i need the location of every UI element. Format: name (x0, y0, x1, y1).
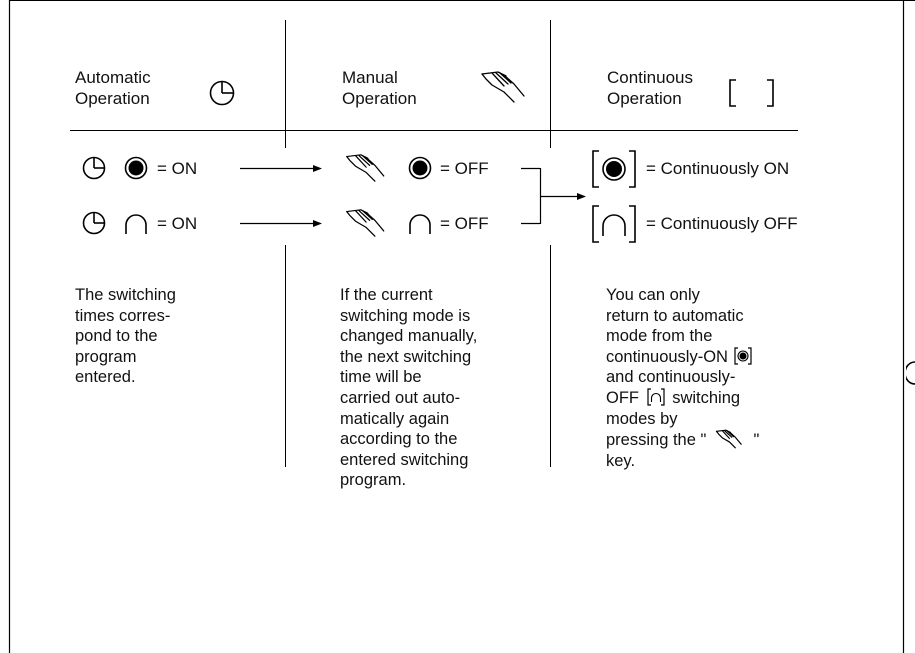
continuous-desc-line: and continuously- (606, 368, 736, 387)
continuous-off-label: = Continuously OFF (646, 214, 798, 233)
continuous-description: You can only return to automatic mode fr… (606, 285, 846, 471)
clock-icon (82, 156, 106, 180)
continuous-desc-text: pressing the " (606, 431, 707, 450)
clock-icon (209, 80, 235, 106)
continuous-desc-line: OFF switching (606, 388, 846, 409)
header-manual: Manual Operation (342, 67, 417, 109)
continuous-desc-line: modes by (606, 409, 678, 428)
continuous-desc-text: switching (672, 388, 741, 407)
filled-circle-icon (408, 156, 432, 180)
hand-icon (481, 71, 525, 103)
continuous-desc-text: " (753, 431, 760, 450)
bracket-filled-circle-icon (592, 150, 636, 188)
header-automatic: Automatic Operation (75, 67, 151, 109)
header-continuous-line1: Continuous (607, 68, 694, 87)
manual-row1-value: = OFF (440, 159, 489, 178)
manual-row2-value: = OFF (440, 214, 489, 233)
bracket-open-circle-icon (646, 388, 665, 406)
header-automatic-line2: Operation (75, 89, 150, 108)
auto-row2-value: = ON (157, 214, 198, 233)
bracket-open-circle-icon (592, 205, 636, 243)
continuous-desc-line: mode from the (606, 327, 713, 346)
open-circle-icon (125, 214, 147, 234)
header-continuous-line2: Operation (607, 89, 682, 108)
automatic-description: The switching times corres- pond to the … (75, 286, 176, 387)
hand-icon (346, 209, 385, 237)
header-manual-line2: Operation (342, 89, 417, 108)
header-manual-line1: Manual (342, 68, 398, 87)
manual-description: If the current switching mode is changed… (340, 286, 478, 490)
continuous-desc-line: key. (606, 451, 636, 470)
bracket-filled-circle-icon (733, 347, 752, 365)
continuous-desc-line: continuously-ON (606, 347, 846, 368)
continuous-desc-text: OFF (606, 388, 639, 407)
hand-icon (715, 429, 742, 449)
auto-row1-value: = ON (157, 159, 198, 178)
continuous-desc-line: return to automatic (606, 306, 744, 325)
clock-icon (82, 211, 106, 235)
continuous-desc-text: continuously-ON (606, 347, 728, 366)
continuous-on-label: = Continuously ON (646, 159, 790, 178)
open-circle-icon (409, 214, 431, 234)
filled-circle-icon (124, 156, 148, 180)
header-continuous: Continuous Operation (607, 67, 693, 109)
header-automatic-line1: Automatic (75, 68, 151, 87)
continuous-desc-line: You can only (606, 286, 700, 304)
edge-fragment (906, 360, 915, 386)
hand-icon (346, 154, 385, 182)
continuous-desc-line: pressing the " " (606, 429, 846, 451)
bracket-icon (729, 79, 774, 107)
